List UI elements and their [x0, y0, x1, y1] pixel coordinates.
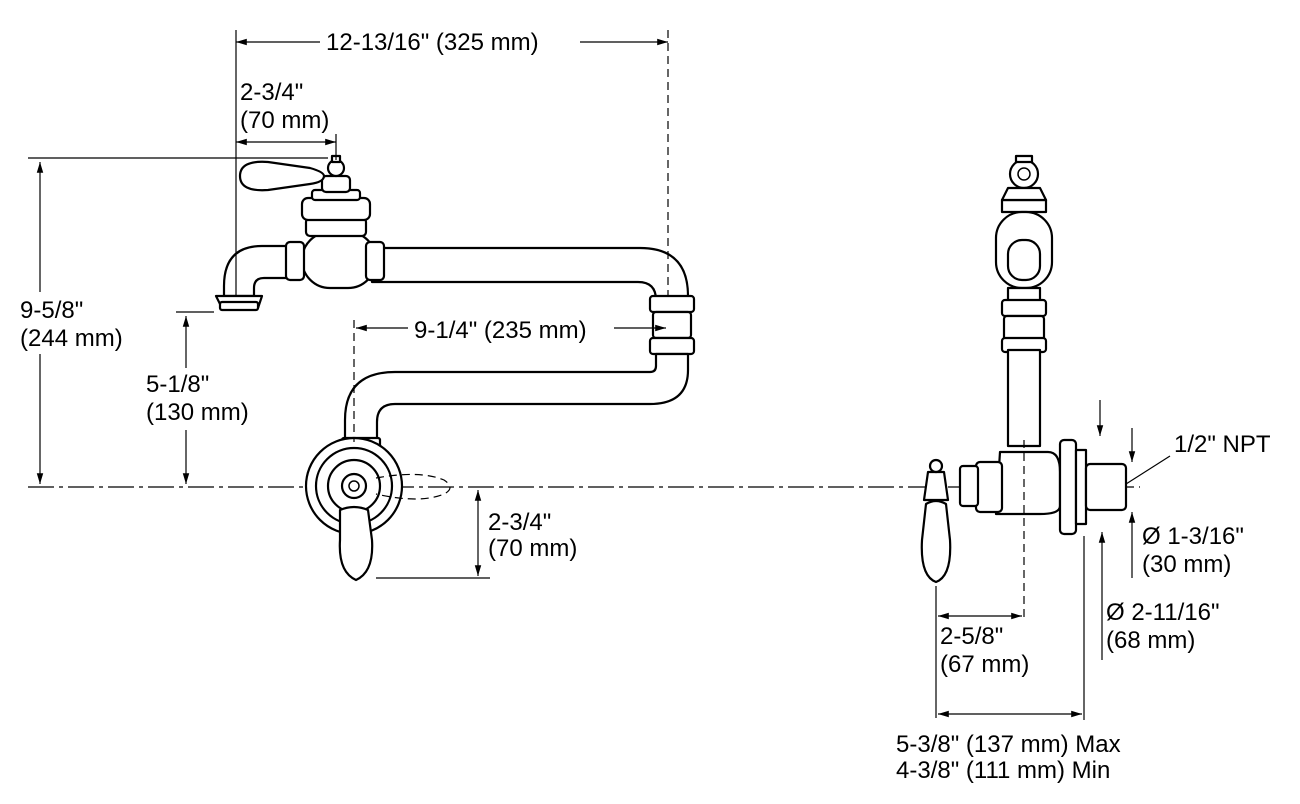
flange-dia-mm-label: (68 mm)	[1106, 627, 1195, 654]
handle-offset-mm-label: (70 mm)	[240, 107, 329, 134]
lower-handle-mm-label: (70 mm)	[488, 535, 577, 562]
projection-min-label: 4-3/8" (111 mm) Min	[896, 757, 1110, 784]
front-view-faucet	[214, 154, 696, 452]
spout-height-inch-label: 5-1/8"	[146, 371, 209, 398]
side-view-faucet	[920, 154, 1128, 584]
overall-width-label: 12-13/16" (325 mm)	[326, 29, 539, 56]
handle-offset-inch-label: 2-3/4"	[240, 79, 303, 106]
wall-offset-inch-label: 2-5/8"	[940, 623, 1003, 650]
total-height-mm-label: (244 mm)	[20, 325, 123, 352]
npt-label: 1/2" NPT	[1174, 431, 1271, 458]
lower-handle-inch-label: 2-3/4"	[488, 509, 551, 536]
inlet-dia-mm-label: (30 mm)	[1142, 551, 1231, 578]
arm-reach-label: 9-1/4" (235 mm)	[414, 317, 587, 344]
front-view-wall-valve	[304, 436, 451, 582]
total-height-inch-label: 9-5/8"	[20, 297, 83, 324]
spout-height-mm-label: (130 mm)	[146, 399, 249, 426]
projection-max-label: 5-3/8" (137 mm) Max	[896, 731, 1121, 758]
wall-offset-mm-label: (67 mm)	[940, 651, 1029, 678]
inlet-dia-inch-label: Ø 1-3/16"	[1142, 523, 1244, 550]
flange-dia-inch-label: Ø 2-11/16"	[1106, 599, 1219, 626]
